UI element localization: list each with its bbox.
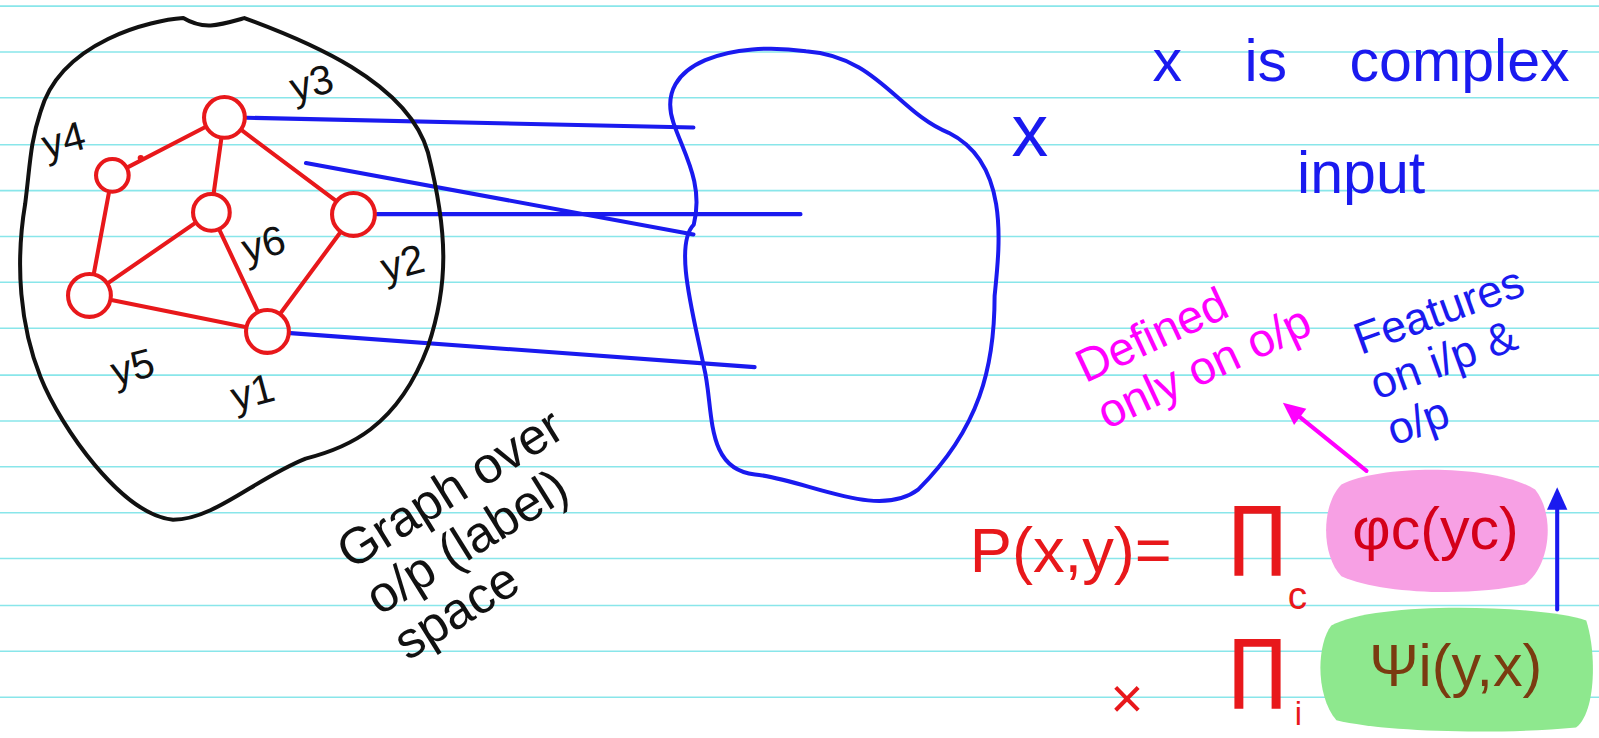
ruled-lines xyxy=(0,6,1599,697)
node-circle xyxy=(202,95,247,140)
node-circle-outline xyxy=(193,194,230,231)
node-outline-path xyxy=(20,18,443,520)
node-outline-path xyxy=(1320,607,1593,731)
graph-edge xyxy=(94,193,109,272)
node-label: y1 xyxy=(226,364,280,420)
graph-edge xyxy=(242,131,335,200)
callout-arrow xyxy=(1555,506,1559,610)
node-label: y2 xyxy=(376,235,430,291)
node-outline-path xyxy=(670,48,998,500)
ruled-line xyxy=(0,97,1599,99)
arrow-head xyxy=(1547,487,1567,509)
ruled-line xyxy=(0,5,1599,7)
equation-term: × xyxy=(1110,666,1143,732)
feature-highlight: Ψi(y,x) xyxy=(1316,600,1596,733)
graph-region: Graph over o/p (label) spacey3y4y6y2y5y1 xyxy=(15,15,454,525)
note: Features on i/p & o/p xyxy=(1348,249,1589,455)
input-region: x xyxy=(653,41,1010,510)
node-outline xyxy=(653,41,1010,510)
node-label: y6 xyxy=(236,216,290,272)
node-label: y4 xyxy=(36,112,90,168)
mapping-line xyxy=(291,333,755,367)
label-node: y1 xyxy=(244,308,291,355)
label-node: y6 xyxy=(191,192,232,233)
ruled-line xyxy=(0,282,1599,284)
node-circle-outline xyxy=(68,274,111,317)
mapping-line xyxy=(247,118,694,128)
equation-term: i xyxy=(1295,695,1302,733)
graph-edge xyxy=(113,300,244,326)
label-node: y4 xyxy=(94,157,131,194)
callout-arrow xyxy=(1297,415,1366,471)
node-label: y5 xyxy=(106,339,160,395)
ruled-line xyxy=(0,420,1599,422)
note: x is complex input xyxy=(1142,5,1581,229)
node-circle-outline xyxy=(332,193,375,236)
region-heading: x xyxy=(1011,89,1048,173)
node-circle xyxy=(244,308,291,355)
label-node: y3 xyxy=(202,95,247,140)
equation-term: P(x,y)= xyxy=(970,514,1172,587)
node-circle xyxy=(330,191,377,238)
node-circle-outline xyxy=(204,97,245,138)
label-node: y5 xyxy=(66,272,113,319)
node-label: y3 xyxy=(284,55,338,111)
ruled-line xyxy=(0,605,1599,607)
label-node: y2 xyxy=(330,191,377,238)
equation-term: c xyxy=(1288,574,1307,619)
graph-edge xyxy=(109,224,194,283)
node-outline-path xyxy=(1326,470,1548,592)
graph-edge xyxy=(281,233,340,313)
node-circle xyxy=(66,272,113,319)
mapping-stroke xyxy=(306,163,694,234)
equation-term: φc(yc) xyxy=(1352,495,1518,563)
node-circle xyxy=(191,192,232,233)
region-heading: Graph over o/p (label) space xyxy=(327,371,672,669)
equation-term: ∏ xyxy=(1228,491,1286,579)
graph-edge xyxy=(214,139,221,191)
potential-highlight: φc(yc) xyxy=(1321,464,1550,595)
equation-term: ∏ xyxy=(1228,624,1286,712)
node-circle xyxy=(94,157,131,194)
arrow-head xyxy=(1283,403,1306,425)
node-circle-outline xyxy=(246,310,289,353)
note: Defined only on o/p xyxy=(1068,245,1328,438)
equation-term: Ψi(y,x) xyxy=(1369,632,1542,700)
graph-edge xyxy=(128,128,204,167)
node-circle-outline xyxy=(96,159,129,192)
